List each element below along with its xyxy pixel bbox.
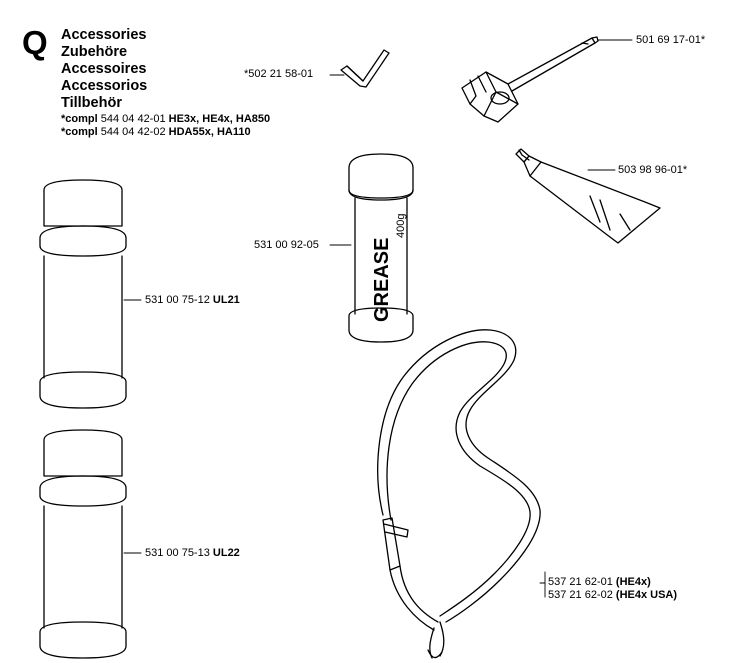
callout-part-number: 537 21 62-01 xyxy=(548,576,613,588)
callout-combi-wrench: 501 69 17-01* xyxy=(636,34,706,46)
callout-part-number: 531 00 75-12 xyxy=(145,294,210,306)
grease-can-label: GREASE 400g xyxy=(371,214,407,322)
hex-key-drawing xyxy=(340,49,390,88)
callout-harness-line: 537 21 62-01 (HE4x) xyxy=(548,576,677,589)
oil-can-ul21-drawing xyxy=(39,179,127,409)
harness-drawing xyxy=(377,329,541,659)
compl-models: HDA55x, HA110 xyxy=(168,126,251,138)
callout-hex-key: *502 21 58-01 xyxy=(244,68,314,80)
callout-part-number: 531 00 75-13 xyxy=(145,547,210,559)
section-letter: Q xyxy=(22,24,48,61)
callout-model: UL22 xyxy=(212,547,240,559)
title-de: Zubehöre xyxy=(61,44,128,60)
combi-wrench-drawing xyxy=(461,36,599,123)
compl-prefix: *compl xyxy=(61,113,98,125)
grease-label-text: GREASE xyxy=(371,238,393,322)
callout-part-number: 537 21 62-02 xyxy=(548,589,613,601)
callout-model: (HE4x) xyxy=(615,576,651,588)
leader-lines xyxy=(123,39,633,598)
callout-model: UL21 xyxy=(212,294,240,306)
compl-line: *compl 544 04 42-01 HE3x, HE4x, HA850 xyxy=(61,113,270,126)
title-en: Accessories xyxy=(61,27,147,43)
callout-grease-tube: 503 98 96-01* xyxy=(618,164,688,176)
compl-line: *compl 544 04 42-02 HDA55x, HA110 xyxy=(61,126,270,139)
callout-grease-can: 531 00 92-05 xyxy=(254,239,319,251)
title-fr: Accessoires xyxy=(61,61,147,77)
compl-models: HE3x, HE4x, HA850 xyxy=(168,113,271,125)
callout-harness: 537 21 62-01 (HE4x) 537 21 62-02 (HE4x U… xyxy=(548,576,677,602)
compl-part: 544 04 42-02 xyxy=(100,126,166,138)
grease-weight-text: 400g xyxy=(395,214,407,238)
compl-list: *compl 544 04 42-01 HE3x, HE4x, HA850 *c… xyxy=(61,113,270,139)
compl-prefix: *compl xyxy=(61,126,98,138)
oil-can-ul22-drawing xyxy=(39,429,127,659)
grease-can-drawing xyxy=(348,153,414,343)
callout-oil-can-ul22: 531 00 75-13 UL22 xyxy=(145,547,240,560)
title-sv: Tillbehör xyxy=(61,95,122,111)
compl-part: 544 04 42-01 xyxy=(100,113,166,125)
grease-tube-drawing xyxy=(515,148,661,244)
callout-oil-can-ul21: 531 00 75-12 UL21 xyxy=(145,294,240,307)
callout-model: (HE4x USA) xyxy=(615,589,678,601)
title-es: Accessorios xyxy=(61,78,148,94)
section-titles: Accessories Zubehöre Accessoires Accesso… xyxy=(61,27,147,112)
callout-harness-line: 537 21 62-02 (HE4x USA) xyxy=(548,589,677,602)
